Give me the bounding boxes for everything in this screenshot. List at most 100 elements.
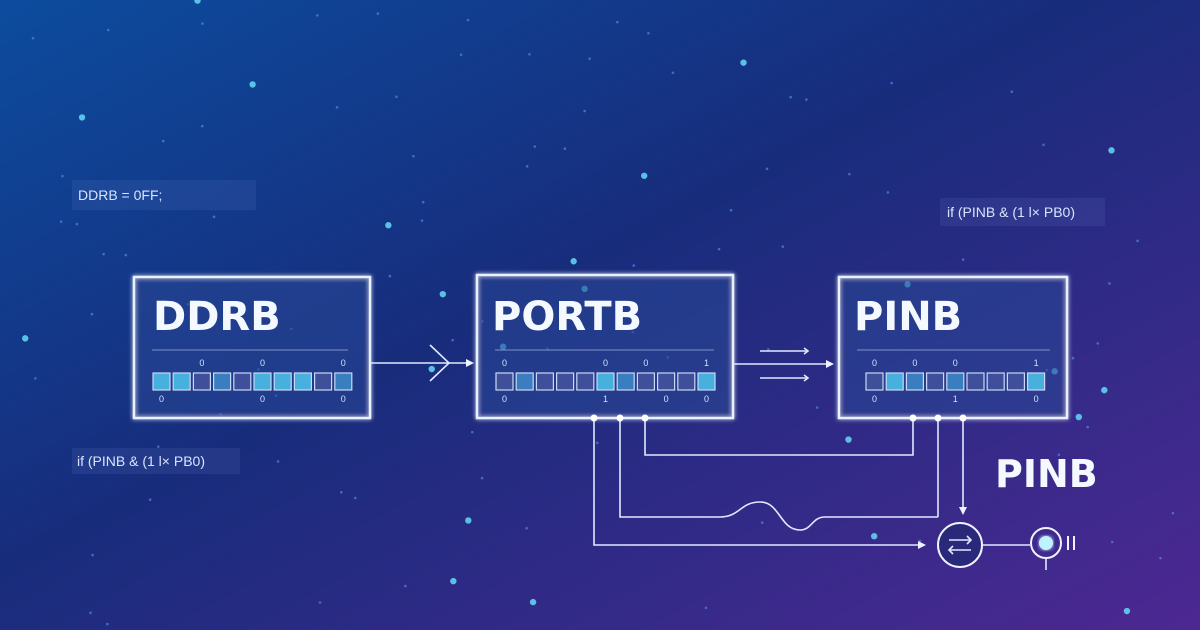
bit-cell	[596, 372, 615, 391]
particle	[595, 441, 599, 445]
particle	[789, 95, 792, 99]
particle	[1086, 425, 1089, 429]
particle	[212, 215, 216, 219]
bit-cell	[314, 372, 333, 391]
particle	[1075, 413, 1082, 421]
particle	[316, 14, 319, 17]
particle	[717, 247, 721, 251]
bit-cell	[515, 372, 534, 391]
bit-cell	[293, 372, 312, 391]
particle	[529, 598, 537, 606]
particle	[1042, 143, 1045, 147]
particle	[106, 622, 109, 626]
ddrb-title: DDRB	[153, 294, 281, 340]
particle	[451, 338, 454, 342]
bit-cell	[925, 372, 945, 391]
particle	[781, 245, 785, 248]
particle	[385, 222, 392, 229]
particle	[412, 154, 415, 158]
bit-cell	[273, 372, 292, 391]
particle	[340, 490, 343, 494]
particle	[480, 476, 484, 480]
bit-cell	[334, 372, 353, 391]
bit-cell	[576, 372, 595, 391]
particle	[124, 253, 128, 257]
bit-label: 0	[502, 358, 507, 368]
particle	[1110, 540, 1114, 544]
bit-label: 0	[953, 358, 958, 368]
particle	[90, 312, 94, 316]
particle	[439, 290, 447, 298]
portb-title: PORTB	[492, 294, 642, 340]
particle	[22, 335, 29, 342]
particle	[848, 172, 851, 176]
particle	[459, 53, 463, 57]
signal-wires	[590, 414, 1030, 549]
bit-label: 0	[704, 394, 709, 404]
bit-cell	[656, 372, 676, 391]
bit-cell	[697, 372, 716, 391]
pinb-register-box	[837, 275, 1069, 420]
particle	[588, 57, 591, 60]
bit-label: 0	[912, 358, 917, 368]
particle	[525, 165, 529, 168]
pinb-title: PINB	[854, 294, 962, 340]
particle	[161, 139, 165, 143]
bit-label: 1	[1034, 358, 1039, 368]
particle	[640, 172, 648, 179]
particle	[31, 36, 35, 40]
bit-cell	[677, 372, 696, 391]
particle	[805, 98, 808, 101]
bit-cell	[233, 372, 252, 391]
particle	[335, 106, 339, 109]
bit-cell	[535, 372, 555, 391]
particle	[729, 208, 733, 212]
particle	[845, 436, 852, 443]
particle	[353, 496, 357, 500]
particle	[961, 258, 965, 261]
particle	[388, 274, 392, 278]
bit-label: 1	[953, 394, 958, 404]
code-panel	[940, 198, 1105, 226]
bit-label: 0	[341, 358, 346, 368]
particle	[886, 191, 890, 194]
particle	[1057, 453, 1061, 457]
particle	[918, 539, 922, 543]
particle	[1010, 90, 1014, 94]
bit-label: 0	[341, 394, 346, 404]
bit-label: 0	[260, 394, 265, 404]
bit-cell	[495, 372, 514, 391]
particle	[616, 20, 619, 24]
bit-label: 0	[502, 394, 507, 404]
particle	[1101, 386, 1108, 394]
particle	[420, 219, 424, 222]
particle	[404, 584, 407, 588]
bit-cell	[152, 372, 171, 391]
particle	[1108, 147, 1115, 154]
particle	[465, 517, 472, 524]
particle	[59, 220, 63, 223]
bit-cell	[636, 372, 656, 391]
particle	[78, 114, 86, 121]
bit-label: 0	[872, 394, 877, 404]
bit-label: 0	[872, 358, 877, 368]
particle	[395, 95, 398, 99]
particle	[1159, 556, 1162, 560]
particle	[583, 109, 587, 113]
particle	[1108, 282, 1111, 285]
code-panel	[72, 180, 256, 210]
particle	[1096, 342, 1100, 345]
bit-cell	[986, 372, 1005, 391]
particle	[1171, 511, 1175, 515]
particle	[318, 601, 322, 604]
particle	[194, 0, 201, 4]
particle	[1123, 607, 1131, 615]
particle	[525, 526, 528, 530]
bit-cell	[1026, 372, 1046, 391]
particle	[815, 406, 819, 409]
bit-label: 0	[664, 394, 669, 404]
particle	[75, 222, 79, 226]
code-panel	[72, 448, 240, 474]
pinb-output-label: PINB	[995, 452, 1098, 496]
particle	[1071, 356, 1075, 360]
